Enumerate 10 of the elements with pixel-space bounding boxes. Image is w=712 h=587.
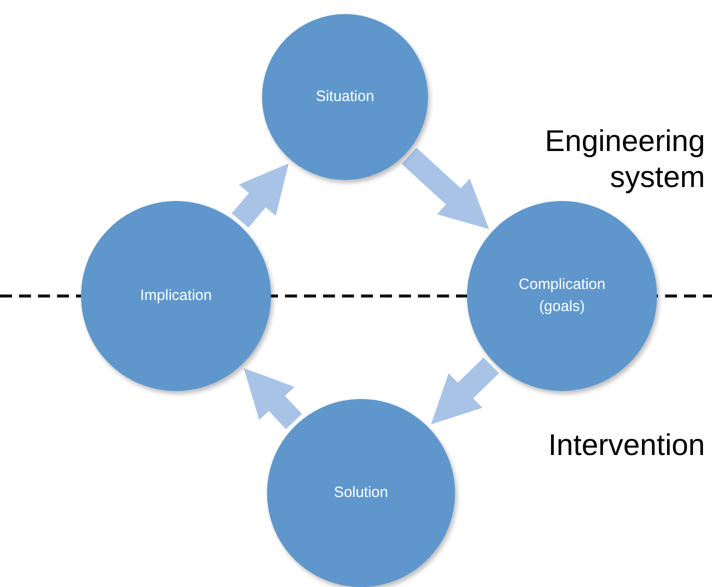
region-label: Intervention	[547, 428, 705, 464]
node-label: Complication (goals)	[518, 275, 606, 317]
block-arrow	[431, 357, 499, 424]
block-arrow	[402, 148, 490, 230]
region-label: Engineering system	[544, 124, 705, 196]
block-arrow	[244, 368, 302, 430]
node-label: Implication	[140, 286, 212, 306]
block-arrow	[232, 163, 289, 228]
node-label: Situation	[316, 87, 374, 107]
node-label: Solution	[334, 483, 388, 503]
